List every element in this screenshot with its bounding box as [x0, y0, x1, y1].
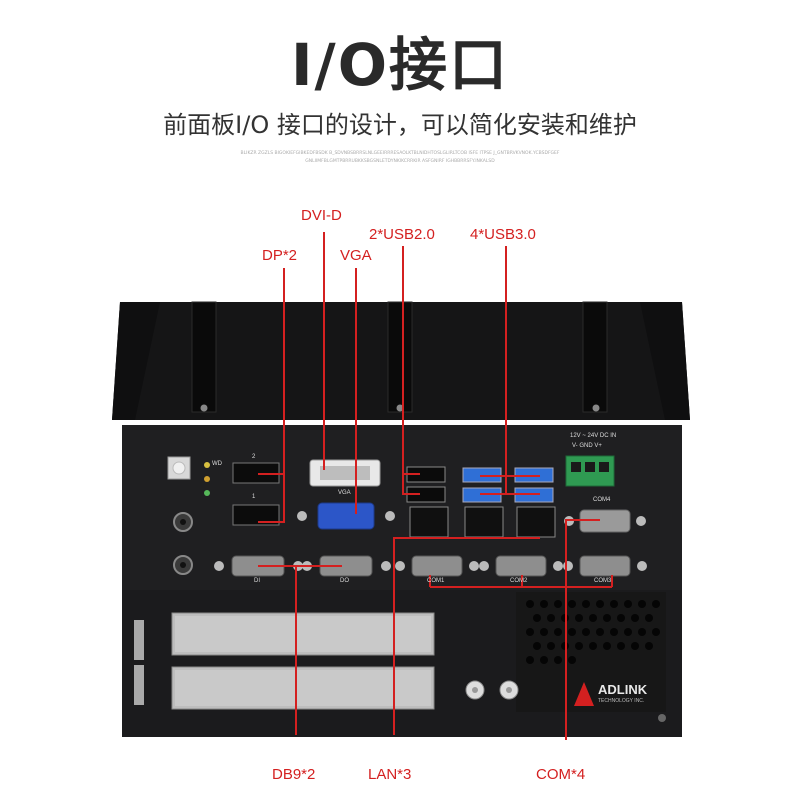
vent-grille — [516, 592, 666, 712]
callout-usb3: 4*USB3.0 — [470, 226, 536, 243]
brand-subtitle: TECHNOLOGY INC. — [598, 698, 645, 704]
callout-vga: VGA — [340, 247, 372, 264]
page-subtitle: 前面板I/O 接口的设计，可以简化安装和维护 — [163, 111, 637, 139]
power-input-label: 12V ~ 24V DC IN — [570, 433, 617, 439]
lan-line — [393, 537, 540, 735]
com1-port — [411, 555, 463, 577]
power-pins-label: V- GND V+ — [572, 443, 602, 449]
handle-right — [582, 301, 608, 413]
com3-label: COM3 — [594, 578, 612, 584]
page-title: I/O接口 — [290, 31, 510, 99]
housing-shade — [112, 302, 160, 420]
adlink-logo-mark — [574, 682, 594, 706]
lan-port-3 — [516, 506, 556, 538]
usb2-line — [402, 246, 420, 495]
com2-label: COM2 — [510, 578, 528, 584]
led-wd — [204, 462, 210, 468]
dp-line — [258, 268, 285, 523]
dp-port1-label: 1 — [252, 494, 256, 500]
callout-lines — [258, 232, 613, 740]
handle-left — [191, 301, 217, 413]
lan-port-2 — [464, 506, 504, 538]
wd-label: WD — [212, 461, 222, 467]
slot-latch — [134, 665, 144, 705]
fine-print: BLIKZR ZGZLS BIGOKIEFGIBKEDFBSDK B_SDVNB… — [240, 151, 560, 164]
callout-dp: DP*2 — [262, 247, 298, 264]
di-label: DI — [254, 578, 260, 584]
screw — [592, 404, 600, 412]
led-hdd — [204, 476, 210, 482]
com-line — [565, 519, 600, 740]
vga-port — [317, 502, 375, 530]
com4-label: COM4 — [593, 497, 611, 503]
callout-dvi-d: DVI-D — [301, 207, 342, 224]
do-label: DO — [340, 578, 349, 584]
com2-port — [495, 555, 547, 577]
handle-mid — [387, 301, 413, 413]
lan-port-1 — [409, 506, 449, 538]
screw — [396, 404, 404, 412]
callout-usb2: 2*USB2.0 — [369, 226, 435, 243]
callout-db9: DB9*2 — [272, 766, 316, 783]
housing-shade-right — [640, 302, 690, 420]
callout-com: COM*4 — [536, 766, 586, 783]
com1-label: COM1 — [427, 578, 445, 584]
led-pwr — [204, 490, 210, 496]
com3-port — [579, 555, 631, 577]
dp-port-1 — [232, 504, 280, 526]
vga-port-label: VGA — [338, 490, 351, 496]
callout-lan: LAN*3 — [368, 766, 412, 783]
slot-latch — [134, 620, 144, 660]
screw — [200, 404, 208, 412]
brand-name: ADLINK — [598, 682, 648, 697]
dp-port2-label: 2 — [252, 454, 256, 460]
